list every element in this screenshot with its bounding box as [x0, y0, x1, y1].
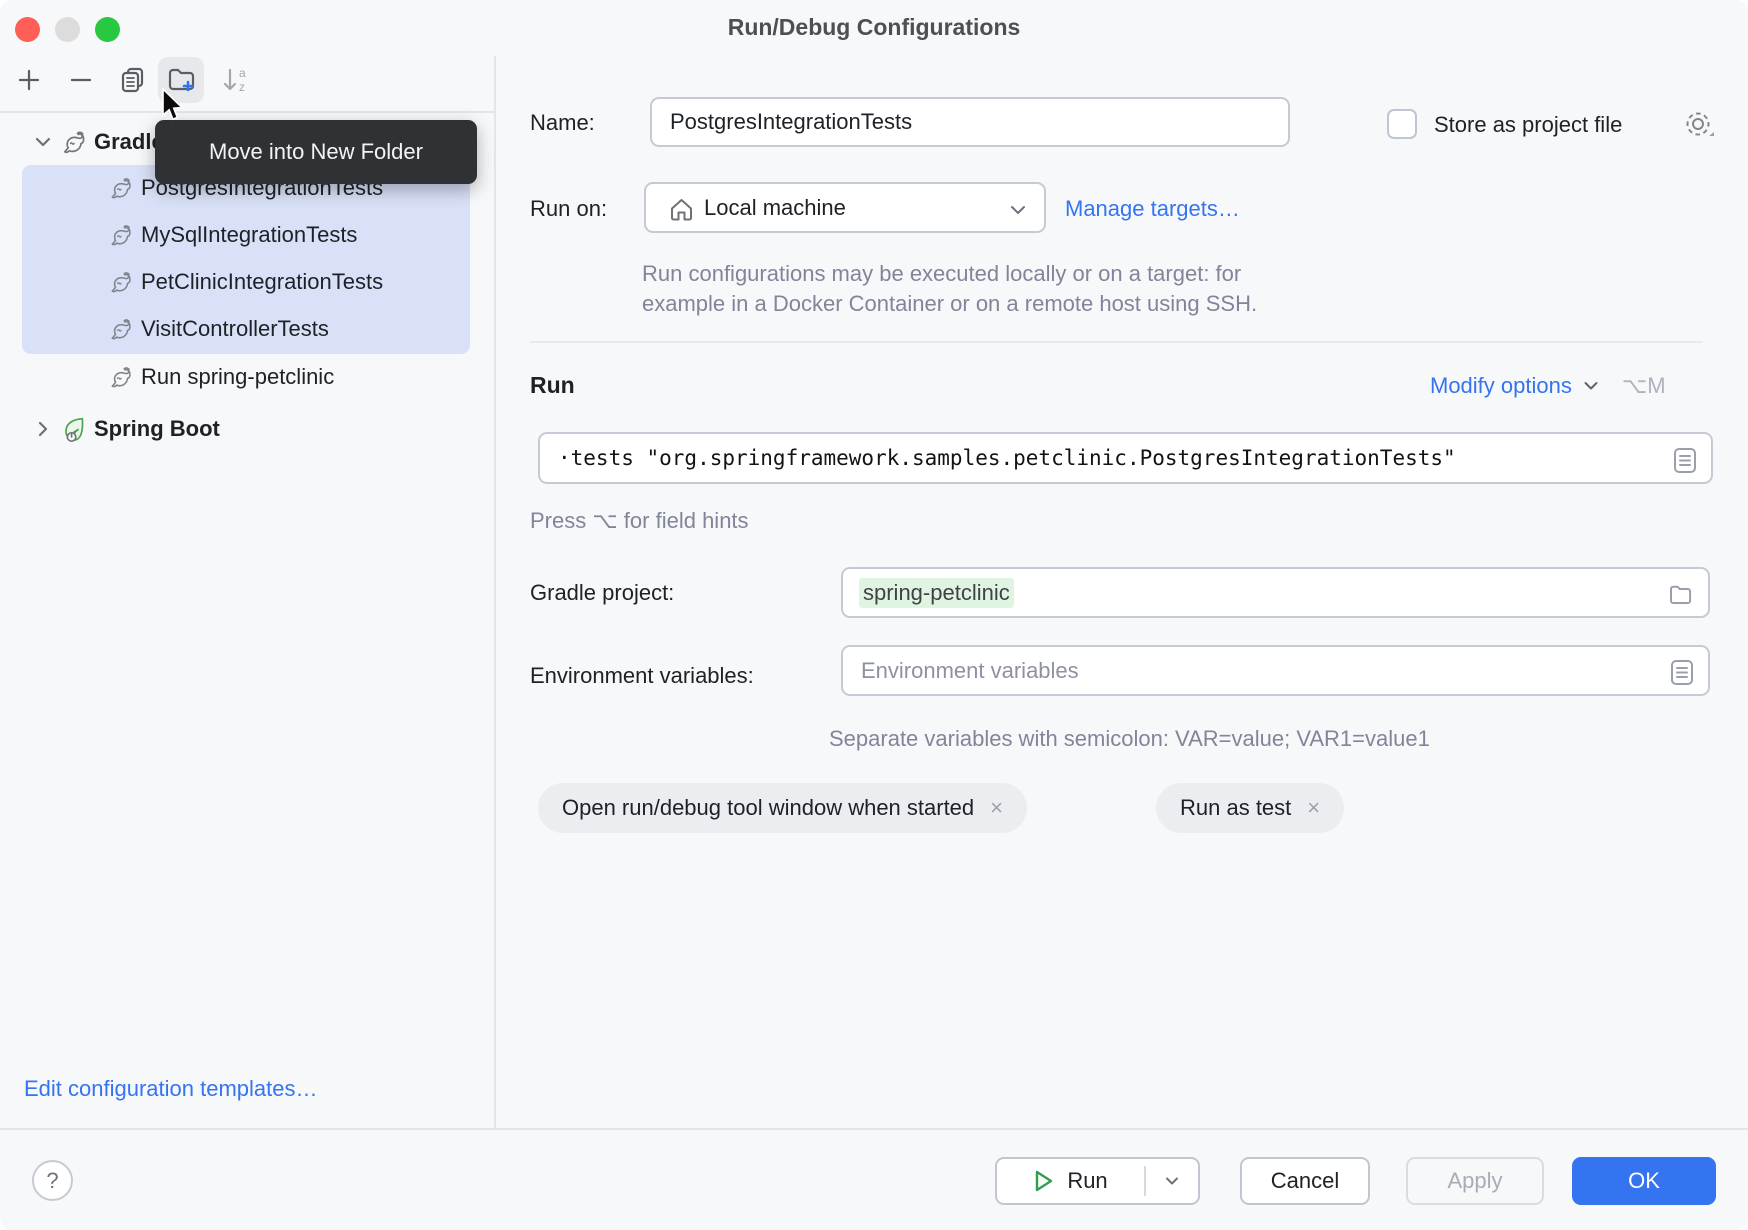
close-icon[interactable]: × — [1307, 795, 1321, 820]
chevron-down-icon — [1008, 200, 1028, 220]
tree-item-label: PetClinicIntegrationTests — [141, 269, 384, 294]
chevron-right-icon[interactable] — [28, 418, 58, 440]
apply-button-label: Apply — [1447, 1168, 1503, 1193]
button-separator — [1144, 1166, 1146, 1196]
option-chip-open-run-debug[interactable]: Open run/debug tool window when started … — [538, 783, 1028, 833]
chevron-down-icon — [1582, 377, 1600, 395]
spring-boot-icon — [58, 414, 88, 444]
run-options-chevron[interactable] — [1146, 1172, 1198, 1190]
expand-field-icon[interactable] — [1673, 447, 1697, 474]
gradle-elephant-icon — [58, 127, 88, 157]
help-label: ? — [46, 1167, 59, 1193]
tooltip-text: Move into New Folder — [209, 139, 423, 164]
folder-icon[interactable] — [1668, 582, 1694, 608]
gradle-elephant-icon — [105, 314, 135, 344]
run-on-select[interactable]: Local machine — [644, 182, 1046, 233]
sort-alphabetically-icon: a z — [219, 64, 251, 96]
manage-targets-link[interactable]: Manage targets… — [1065, 196, 1240, 221]
apply-button[interactable]: Apply — [1406, 1157, 1544, 1205]
modify-options-link[interactable]: Modify options — [1430, 373, 1572, 398]
environment-variables-hint: Separate variables with semicolon: VAR=v… — [829, 726, 1430, 751]
run-section-header: Run — [530, 372, 575, 398]
gradle-project-value: spring-petclinic — [859, 577, 1014, 608]
name-label: Name: — [530, 110, 595, 135]
copy-configuration-button[interactable] — [110, 57, 156, 103]
close-window-button[interactable] — [15, 17, 40, 42]
tree-group-label: Gradle — [94, 129, 164, 154]
minus-icon — [68, 67, 94, 93]
remove-configuration-button[interactable] — [58, 57, 104, 103]
field-hints-text: Press ⌥ for field hints — [530, 508, 749, 533]
environment-variables-label: Environment variables: — [530, 663, 754, 688]
store-as-project-file-label: Store as project file — [1434, 112, 1623, 137]
tooltip: Move into New Folder — [155, 120, 477, 184]
tree-group-gradle[interactable]: Gradle — [0, 118, 470, 166]
tree-item-mysql[interactable]: MySqlIntegrationTests — [0, 211, 575, 259]
run-on-description-line2: example in a Docker Container or on a re… — [642, 291, 1258, 316]
run-on-label: Run on: — [530, 196, 608, 221]
gradle-elephant-icon — [105, 173, 135, 203]
svg-text:a: a — [239, 66, 246, 80]
play-icon — [1033, 1169, 1055, 1193]
name-input[interactable] — [652, 109, 1288, 135]
expand-field-icon[interactable] — [1670, 659, 1694, 686]
modify-options-shortcut: ⌥M — [1621, 373, 1666, 398]
svg-text:z: z — [239, 80, 245, 94]
new-folder-icon — [165, 64, 197, 96]
environment-variables-field — [841, 645, 1710, 696]
close-icon[interactable]: × — [990, 795, 1004, 820]
plus-icon — [16, 67, 42, 93]
zoom-window-button[interactable] — [95, 17, 120, 42]
gradle-elephant-icon — [105, 220, 135, 250]
tree-item-label: Run spring-petclinic — [141, 364, 335, 389]
run-split-button[interactable]: Run — [995, 1157, 1200, 1205]
sort-configurations-button[interactable]: a z — [212, 57, 258, 103]
chip-label: Open run/debug tool window when started — [562, 795, 975, 820]
cancel-button-label: Cancel — [1270, 1168, 1340, 1193]
gradle-project-label: Gradle project: — [530, 580, 675, 605]
toolbar-divider — [0, 111, 494, 113]
run-command-value: ·tests "org.springframework.samples.petc… — [558, 446, 1456, 470]
edit-configuration-templates-link[interactable]: Edit configuration templates… — [24, 1076, 318, 1101]
gradle-elephant-icon — [105, 362, 135, 392]
tree-group-spring-boot[interactable]: Spring Boot — [0, 405, 470, 453]
tree-item-run-spring-petclinic[interactable]: Run spring-petclinic — [0, 353, 575, 401]
cancel-button[interactable]: Cancel — [1240, 1157, 1370, 1205]
ok-button-label: OK — [1628, 1168, 1660, 1193]
name-field-wrapper — [650, 97, 1290, 147]
option-chip-run-as-test[interactable]: Run as test × — [1156, 783, 1345, 833]
dialog-title: Run/Debug Configurations — [727, 14, 1021, 40]
store-as-project-file-checkbox[interactable] — [1387, 109, 1417, 139]
tree-item-label: MySqlIntegrationTests — [141, 222, 358, 247]
run-on-description-line1: Run configurations may be executed local… — [642, 261, 1242, 286]
run-command-field[interactable]: ·tests "org.springframework.samples.petc… — [538, 432, 1713, 484]
gradle-elephant-icon — [105, 267, 135, 297]
run-on-value: Local machine — [704, 194, 846, 220]
home-icon — [668, 196, 695, 223]
copy-icon — [118, 65, 148, 95]
tree-item-visitcontroller[interactable]: VisitControllerTests — [0, 305, 575, 353]
gradle-project-field[interactable]: spring-petclinic — [841, 567, 1710, 618]
chevron-down-icon[interactable] — [28, 131, 58, 153]
run-button-label: Run — [1067, 1168, 1108, 1193]
environment-variables-input[interactable] — [843, 657, 1708, 684]
section-divider — [530, 341, 1703, 343]
modify-options-control[interactable]: Modify options ⌥M — [1430, 373, 1666, 399]
tree-item-petclinic[interactable]: PetClinicIntegrationTests — [0, 258, 575, 306]
tree-item-label: VisitControllerTests — [141, 316, 329, 341]
footer-divider — [0, 1128, 1748, 1130]
ok-button[interactable]: OK — [1572, 1157, 1716, 1205]
tree-selection-highlight — [22, 165, 470, 354]
panel-divider — [494, 56, 496, 1129]
mouse-cursor-icon — [160, 88, 188, 126]
add-configuration-button[interactable] — [6, 57, 52, 103]
move-into-new-folder-button[interactable] — [158, 57, 204, 103]
minimize-window-button — [55, 17, 80, 42]
help-button[interactable]: ? — [32, 1160, 73, 1201]
run-button[interactable]: Run — [997, 1168, 1144, 1194]
gear-icon[interactable] — [1682, 108, 1716, 142]
chip-label: Run as test — [1180, 795, 1292, 820]
tree-group-label: Spring Boot — [94, 416, 220, 441]
